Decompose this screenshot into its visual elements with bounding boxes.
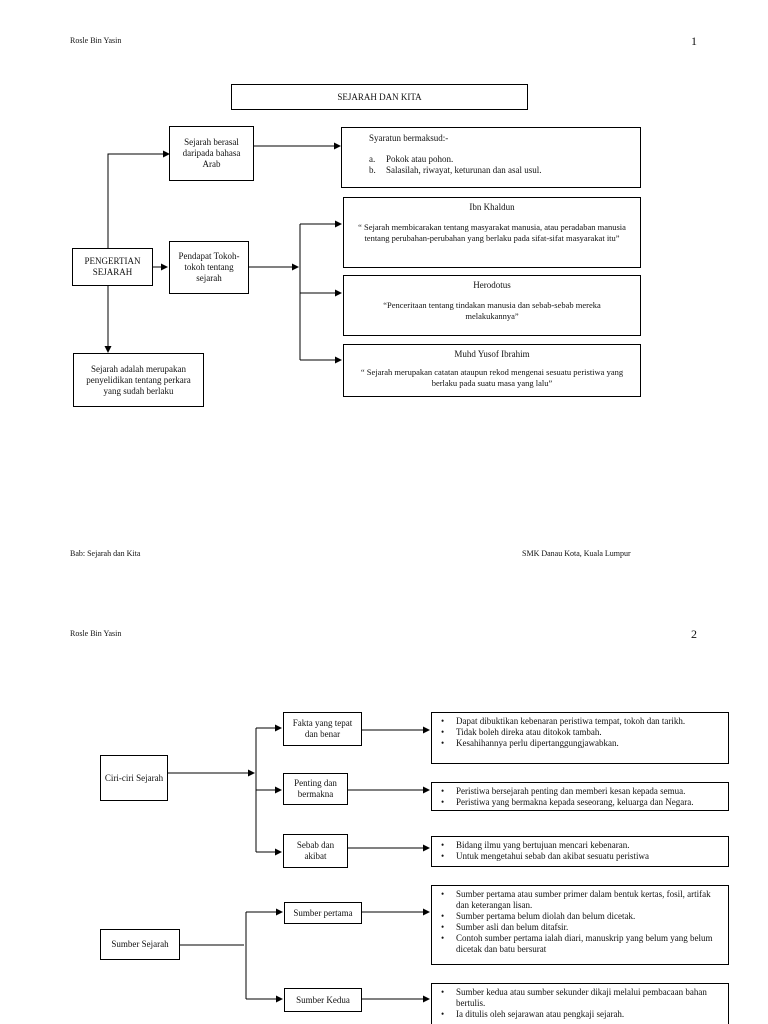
figure-name: Herodotus <box>473 280 511 290</box>
trait-detail-box: Bidang ilmu yang bertujuan mencari keben… <box>431 836 729 867</box>
trait-label: Fakta yang tepat dan benar <box>292 718 353 739</box>
trait-point: Kesahihannya perlu dipertanggungjawabkan… <box>436 738 724 749</box>
page1-footer-school: SMK Danau Kota, Kuala Lumpur <box>522 549 631 558</box>
source-point: Sumber kedua atau sumber sekunder dikaji… <box>436 987 724 1009</box>
trait-point: Dapat dibuktikan kebenaran peristiwa tem… <box>436 716 724 727</box>
traits-root-text: Ciri-ciri Sejarah <box>104 772 164 783</box>
figure-box: Herodotus “Penceritaan tentang tindakan … <box>343 275 641 336</box>
figure-quote: “ Sejarah merupakan catatan ataupun reko… <box>360 367 624 388</box>
doc-title-text: SEJARAH DAN KITA <box>337 91 422 102</box>
origin-text: Sejarah berasal daripada bahasa Arab <box>182 137 241 169</box>
source-point: Sumber pertama atau sumber primer dalam … <box>436 889 724 911</box>
source-label: Sumber Kedua <box>296 994 350 1005</box>
page2-number: 2 <box>691 627 697 641</box>
page2-header-author: Rosle Bin Yasin <box>70 629 122 638</box>
opinion-box: Pendapat Tokoh-tokoh tentang sejarah <box>169 241 249 294</box>
page1-header-author: Rosle Bin Yasin <box>70 36 122 45</box>
trait-point: Peristiwa bersejarah penting dan memberi… <box>436 786 724 797</box>
source-box: Sumber Kedua <box>284 988 362 1012</box>
trait-detail-box: Dapat dibuktikan kebenaran peristiwa tem… <box>431 712 729 764</box>
figure-name: Ibn Khaldun <box>469 202 515 212</box>
source-point: Sumber asli dan belum ditafsir. <box>436 922 724 933</box>
trait-point: Peristiwa yang bermakna kepada seseorang… <box>436 797 724 808</box>
trait-label: Sebab dan akibat <box>296 840 335 861</box>
source-point: Contoh sumber pertama ialah diari, manus… <box>436 933 724 955</box>
trait-box: Penting dan bermakna <box>283 773 348 805</box>
source-box: Sumber pertama <box>284 902 362 924</box>
figure-box: Ibn Khaldun “ Sejarah membicarakan tenta… <box>343 197 641 268</box>
figure-quote: “ Sejarah membicarakan tentang masyaraka… <box>358 222 626 243</box>
sources-root-text: Sumber Sejarah <box>111 939 169 949</box>
definition-box: Sejarah adalah merupakan penyelidikan te… <box>73 353 204 407</box>
figure-name: Muhd Yusof Ibrahim <box>454 349 530 359</box>
trait-point: Bidang ilmu yang bertujuan mencari keben… <box>436 840 724 851</box>
opinion-text: Pendapat Tokoh-tokoh tentang sejarah <box>178 251 240 283</box>
root-definition-text: PENGERTIAN SEJARAH <box>84 256 141 277</box>
source-point: Ia ditulis oleh sejarawan atau pengkaji … <box>436 1009 724 1020</box>
origin-detail-item: b. Salasilah, riwayat, keturunan dan asa… <box>369 165 640 176</box>
source-detail-box: Sumber pertama atau sumber primer dalam … <box>431 885 729 965</box>
origin-box: Sejarah berasal daripada bahasa Arab <box>169 126 254 181</box>
origin-detail-text: Salasilah, riwayat, keturunan dan asal u… <box>386 165 542 175</box>
sources-root-box: Sumber Sejarah <box>100 929 180 960</box>
page1-footer-chapter: Bab: Sejarah dan Kita <box>70 549 141 558</box>
figure-quote: “Penceritaan tentang tindakan manusia da… <box>383 300 601 321</box>
page1-number: 1 <box>691 34 697 48</box>
traits-root-box: Ciri-ciri Sejarah <box>100 755 168 801</box>
origin-detail-text: Pokok atau pohon. <box>386 154 454 164</box>
source-detail-box: Sumber kedua atau sumber sekunder dikaji… <box>431 983 729 1024</box>
origin-detail-item: a. Pokok atau pohon. <box>369 154 640 165</box>
figure-box: Muhd Yusof Ibrahim “ Sejarah merupakan c… <box>343 344 641 397</box>
root-definition-box: PENGERTIAN SEJARAH <box>72 248 153 286</box>
origin-detail-box: Syaratun bermaksud:- a. Pokok atau pohon… <box>341 127 641 188</box>
trait-point: Tidak boleh direka atau ditokok tambah. <box>436 727 724 738</box>
source-label: Sumber pertama <box>293 907 353 918</box>
definition-text: Sejarah adalah merupakan penyelidikan te… <box>86 363 191 396</box>
origin-detail-marker: a. <box>369 154 376 164</box>
trait-box: Sebab dan akibat <box>283 834 348 868</box>
trait-box: Fakta yang tepat dan benar <box>283 712 362 746</box>
trait-point: Untuk mengetahui sebab dan akibat sesuat… <box>436 851 724 862</box>
trait-detail-box: Peristiwa bersejarah penting dan memberi… <box>431 782 729 811</box>
source-point: Sumber pertama belum diolah dan belum di… <box>436 911 724 922</box>
trait-label: Penting dan bermakna <box>294 778 337 799</box>
origin-detail-heading: Syaratun bermaksud:- <box>369 133 449 143</box>
origin-detail-marker: b. <box>369 165 376 175</box>
doc-title: SEJARAH DAN KITA <box>231 84 528 110</box>
